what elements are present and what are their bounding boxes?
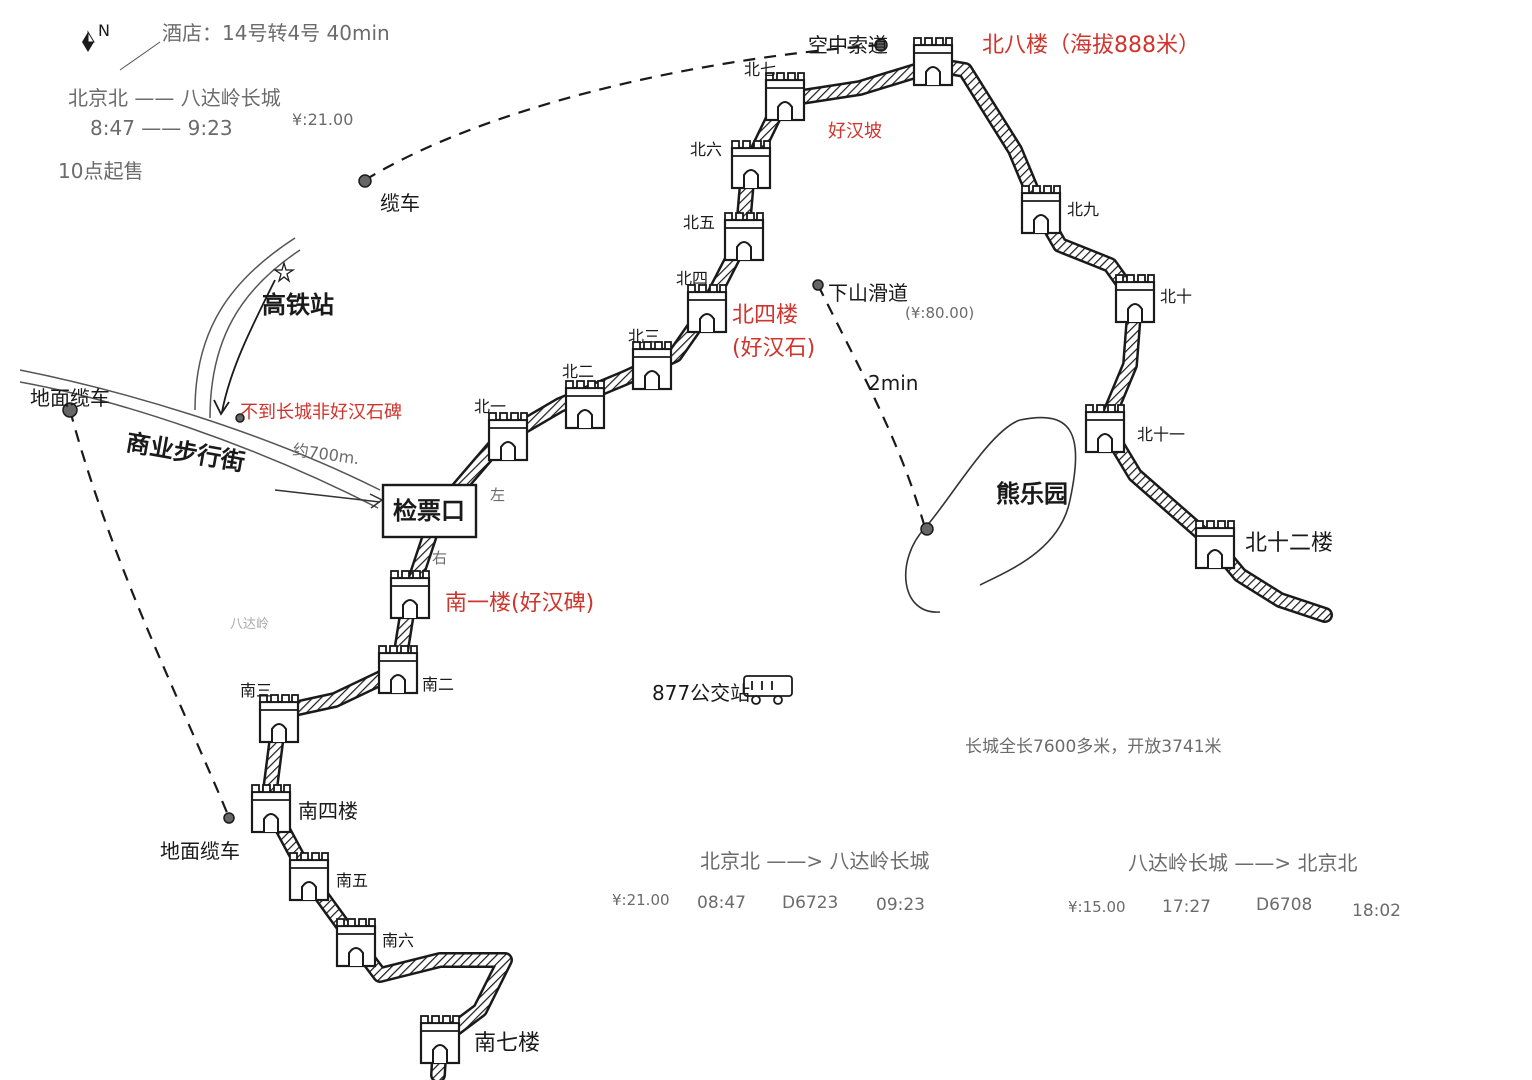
svg-text:北六: 北六	[690, 140, 722, 159]
svg-text:(好汉石): (好汉石)	[732, 336, 815, 361]
zipline-label: 空中索道	[808, 33, 888, 57]
svg-text:南四楼: 南四楼	[298, 799, 358, 823]
tower-south-7	[419, 1014, 461, 1065]
cable-car-label: 缆车	[380, 191, 420, 215]
svg-text:北十: 北十	[1160, 287, 1192, 306]
svg-text:南三: 南三	[240, 681, 272, 700]
route-back: 八达岭长城 ——> 北京北	[1128, 851, 1357, 875]
tower-north-4	[686, 283, 728, 334]
svg-text:¥:21.00: ¥:21.00	[612, 891, 670, 909]
pedestrian-street-road	[19, 237, 384, 509]
right-mark: 右	[432, 549, 447, 567]
place-labels: 缆车 空中索道 高铁站 地面缆车 地面缆车 商业步行街 不到长城非好汉石碑 约7…	[30, 33, 1068, 863]
red-labels: 北八楼（海拔888米） 好汉坡 北四楼 (好汉石) 南一楼(好汉碑)	[445, 33, 1200, 616]
tower-north-3	[631, 340, 673, 391]
svg-text:18:02: 18:02	[1352, 901, 1401, 921]
slide-bottom-marker-icon	[920, 522, 934, 536]
schedule-info: 长城全长7600多米，开放3741米 北京北 ——> 八达岭长城 ¥:21.00…	[612, 737, 1401, 921]
slide-top-marker-icon	[812, 279, 824, 291]
tower-north-5	[723, 211, 765, 262]
svg-text:北二: 北二	[562, 362, 594, 381]
not-hero-stone-label: 不到长城非好汉石碑	[240, 402, 402, 423]
star-icon	[272, 260, 296, 283]
svg-text:北十一: 北十一	[1137, 425, 1185, 444]
pedestrian-street-label: 商业步行街	[124, 428, 247, 476]
svg-text:北京北 —— 八达岭长城: 北京北 —— 八达岭长城	[68, 86, 281, 110]
svg-text:北三: 北三	[628, 327, 660, 346]
tower-north-2	[564, 379, 606, 430]
svg-text:酒店：14号转4号 40min: 酒店：14号转4号 40min	[162, 21, 390, 45]
tower-labels: 北一 北二 北三 北四 北五 北六 北七 北九 北十 北十一 北十二楼 南二 南…	[240, 60, 1333, 1056]
tower-south-4	[250, 783, 292, 834]
tower-north-9	[1020, 184, 1062, 235]
svg-text:N: N	[98, 21, 110, 40]
tower-south-3	[258, 693, 300, 744]
ticket-gate: 检票口	[381, 483, 478, 539]
bus-icon	[743, 675, 793, 705]
svg-text:8:47 —— 9:23: 8:47 —— 9:23	[90, 116, 233, 140]
svg-text:17:27: 17:27	[1162, 897, 1211, 917]
left-mark: 左	[490, 486, 505, 504]
svg-text:08:47: 08:47	[697, 893, 746, 913]
tower-north-12	[1194, 519, 1236, 570]
tower-north-1	[487, 411, 529, 462]
svg-text:北九: 北九	[1067, 200, 1099, 219]
svg-text:南六: 南六	[382, 931, 414, 950]
north-arrow-icon: N	[82, 21, 110, 52]
zipline-marker-icon	[874, 38, 888, 52]
ground-cable-left-label: 地面缆车	[30, 386, 110, 410]
tower-north-8	[912, 36, 954, 87]
tower-south-2	[377, 644, 419, 695]
great-wall-north-path	[432, 57, 1333, 623]
bus-stop-label: 877公交站	[652, 681, 750, 705]
svg-text:检票口: 检票口	[393, 497, 465, 525]
slide-time: 2min	[868, 371, 918, 395]
slide-label: 下山滑道	[828, 281, 908, 305]
tower-north-7	[764, 71, 806, 122]
tower-south-6	[335, 917, 377, 968]
slide-price: (¥:80.00)	[905, 304, 974, 322]
ground-cable-top-marker-icon	[62, 402, 78, 418]
svg-text:南二: 南二	[422, 675, 454, 694]
svg-text:南一楼(好汉碑): 南一楼(好汉碑)	[445, 591, 594, 616]
svg-text:D6723: D6723	[782, 893, 838, 913]
tower-north-10	[1114, 273, 1156, 324]
ground-cable-bottom-marker-icon	[223, 812, 235, 824]
svg-text:10点起售: 10点起售	[58, 159, 143, 183]
route-out: 北京北 ——> 八达岭长城	[700, 849, 929, 873]
bear-park-outline	[904, 416, 1077, 613]
wall-length-note: 长城全长7600多米，开放3741米	[965, 737, 1222, 757]
svg-text:北五: 北五	[683, 213, 715, 232]
bear-park-label: 熊乐园	[996, 480, 1068, 508]
cable-car-marker-icon	[358, 174, 372, 188]
svg-text:北七: 北七	[744, 60, 776, 79]
svg-text:北十二楼: 北十二楼	[1245, 531, 1333, 556]
svg-text:¥:21.00: ¥:21.00	[292, 110, 353, 129]
ground-cable-bottom-label: 地面缆车	[160, 839, 240, 863]
svg-text:南七楼: 南七楼	[474, 1031, 540, 1056]
gaotie-arrow	[213, 279, 276, 416]
svg-text:北四楼: 北四楼	[732, 303, 798, 328]
gaotie-label: 高铁站	[262, 291, 334, 319]
tower-south-1	[389, 569, 431, 620]
dashed-routes	[68, 43, 927, 816]
tower-south-5	[288, 851, 330, 902]
svg-text:09:23: 09:23	[876, 895, 925, 915]
faint-label: 八达岭	[230, 617, 269, 632]
point-markers	[62, 38, 934, 824]
svg-text:好汉坡: 好汉坡	[828, 121, 882, 142]
svg-text:D6708: D6708	[1256, 895, 1312, 915]
tower-north-6	[730, 139, 772, 190]
svg-text:北一: 北一	[474, 397, 506, 416]
svg-text:北八楼（海拔888米）: 北八楼（海拔888米）	[982, 33, 1200, 58]
tower-north-11	[1084, 403, 1126, 454]
stone-marker-icon	[235, 413, 245, 423]
svg-text:北四: 北四	[676, 269, 708, 288]
top-left-notes: 酒店：14号转4号 40min 北京北 —— 八达岭长城 8:47 —— 9:2…	[58, 21, 390, 183]
svg-text:¥:15.00: ¥:15.00	[1068, 898, 1126, 916]
svg-text:南五: 南五	[336, 871, 368, 890]
